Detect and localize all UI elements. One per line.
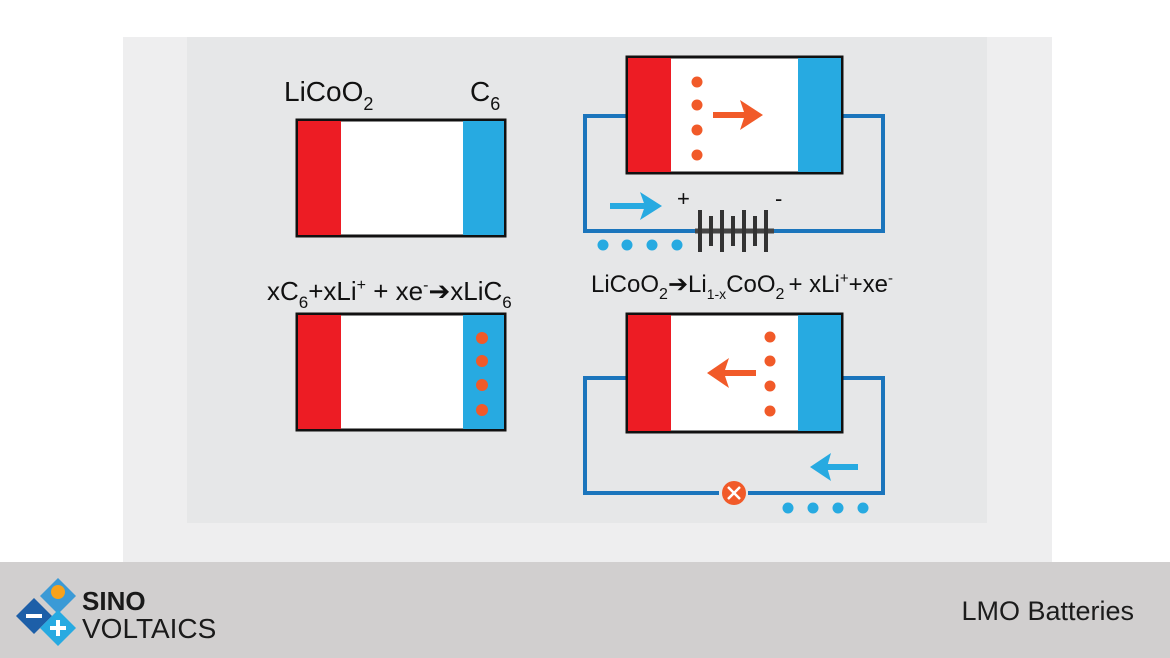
diamond-plus-minus-icon [16, 578, 76, 646]
circuit-wire [748, 376, 885, 495]
electron-flow-arrow-head [640, 192, 662, 220]
lithium-ion [691, 124, 703, 136]
lithium-ion [764, 405, 776, 417]
lithium-ion [476, 404, 488, 416]
lithium-ion [691, 76, 703, 88]
cell-top-left [295, 118, 507, 238]
cathode-equation: LiCoO2➔Li1-xCoO2+ xLi++xe- [591, 270, 893, 303]
cathode-electrode [298, 121, 341, 235]
cathode-label: LiCoO2 [284, 76, 373, 114]
anode-label: C6 [470, 76, 500, 114]
battery-minus-label: - [775, 186, 782, 211]
anode-electrode [798, 58, 841, 172]
electron [646, 239, 658, 251]
lithium-ion [476, 355, 488, 367]
anode-electrode [798, 315, 841, 431]
electron [857, 502, 869, 514]
discharging-circuit [583, 312, 885, 514]
lithium-ion [764, 380, 776, 392]
ion-flow-arrow-head [740, 100, 763, 130]
circuit-wire [772, 114, 885, 233]
ion-flow-arrow-head [707, 358, 729, 388]
electron [832, 502, 844, 514]
logo-line1: SINO [82, 586, 146, 616]
lithium-ion [476, 379, 488, 391]
lithium-ion [691, 149, 703, 161]
cathode-electrode [298, 315, 341, 429]
cathode-electrode [628, 315, 671, 431]
anode-equation: xC6+xLi+ + xe-➔xLiC6 [267, 276, 512, 312]
footer-title: LMO Batteries [961, 596, 1134, 626]
logo-line2: VOLTAICS [82, 613, 216, 644]
circuit-wire [583, 114, 700, 233]
lithium-ion [476, 332, 488, 344]
electron [597, 239, 609, 251]
battery-icon [695, 210, 774, 252]
charging-circuit: + - [583, 55, 885, 252]
electron [671, 239, 683, 251]
electron-flow-arrow-head [810, 453, 831, 481]
anode-electrode [463, 121, 504, 235]
cathode-electrode [628, 58, 671, 172]
electron [782, 502, 794, 514]
electron [807, 502, 819, 514]
footer-bar: SINO VOLTAICS LMO Batteries [0, 562, 1170, 658]
battery-plus-label: + [677, 186, 690, 211]
lithium-ion [764, 355, 776, 367]
cell-bottom-left [295, 312, 507, 432]
sinovoltaics-logo: SINO VOLTAICS [16, 578, 216, 646]
lithium-ion [764, 331, 776, 343]
circuit-wire [583, 376, 719, 495]
electron [621, 239, 633, 251]
lithium-ion [691, 99, 703, 111]
